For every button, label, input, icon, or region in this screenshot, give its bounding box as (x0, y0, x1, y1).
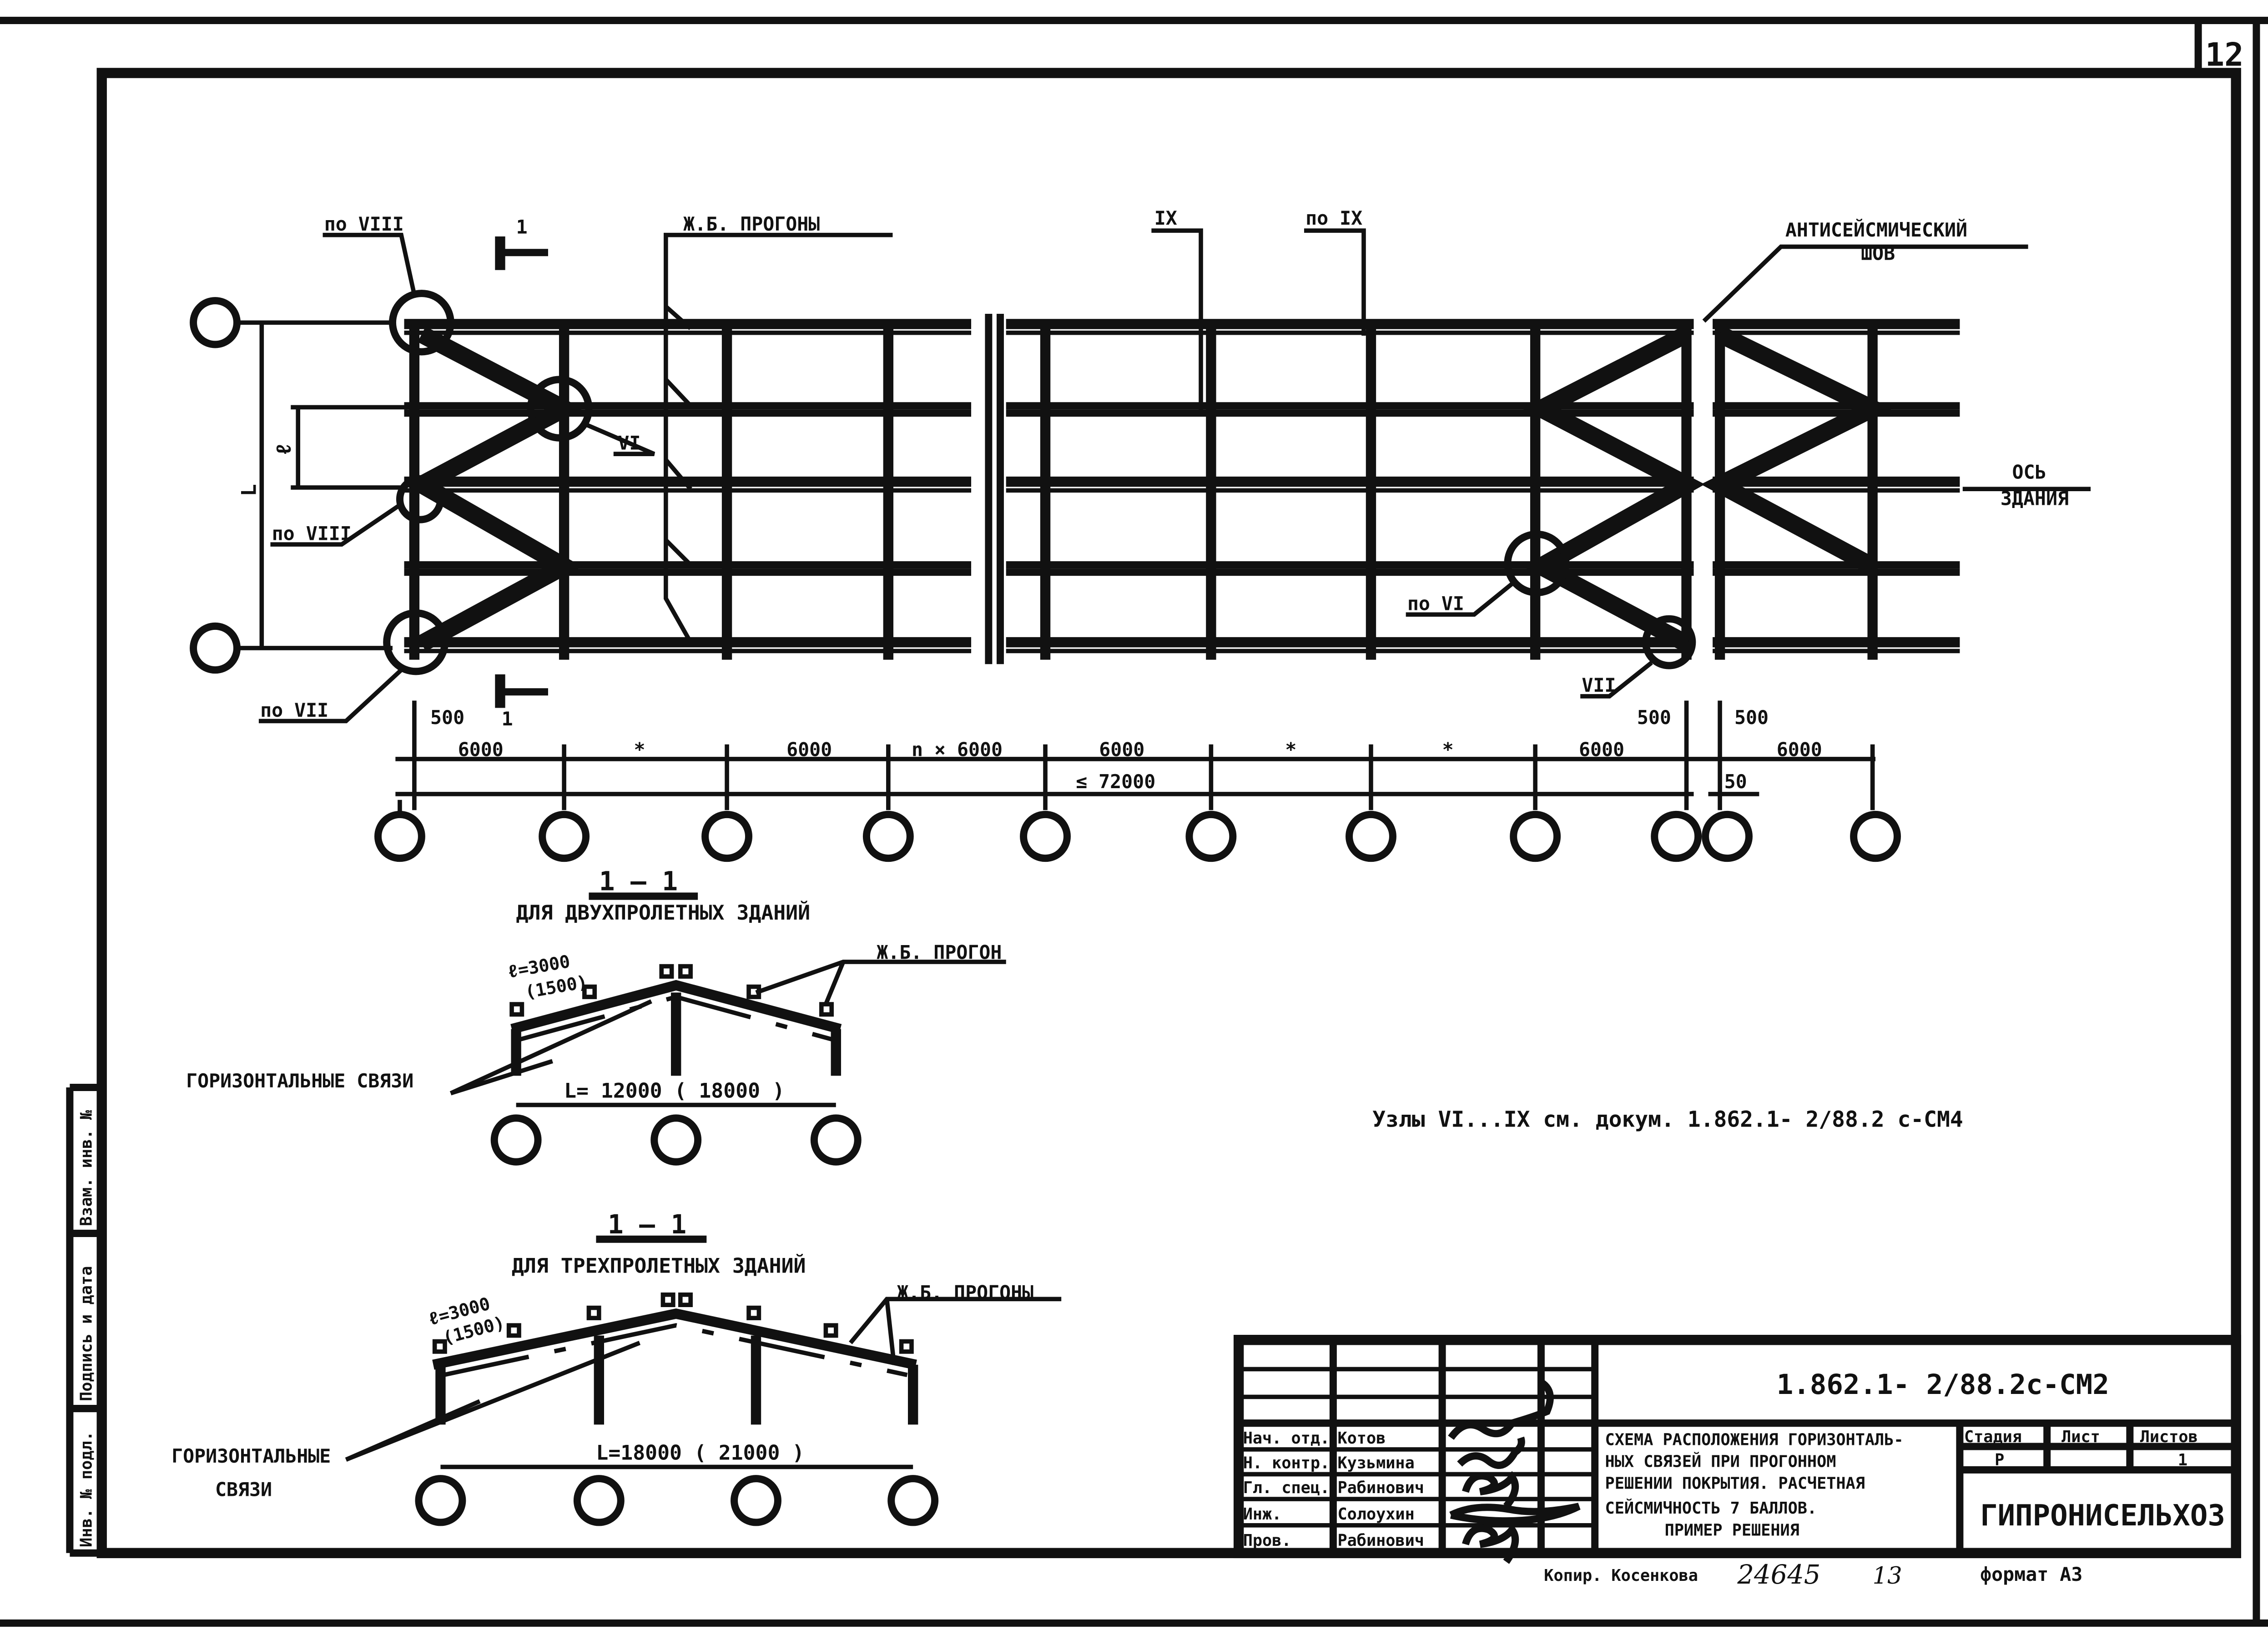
dim-n-6000: n × 6000 (912, 738, 1003, 760)
dim-500-seam-left: 500 (1637, 706, 1671, 729)
title-block-frame (1233, 1335, 2241, 1559)
dim-l-small: ℓ (272, 443, 296, 455)
callout-vii-right: VII (1582, 674, 1616, 696)
plan-horizontal-ties (403, 326, 1893, 652)
section-two-title: 1 — 1 (599, 866, 678, 897)
description-line-3: СЕЙСМИЧНОСТЬ 7 БАЛЛОВ. (1605, 1499, 1817, 1518)
inventory-handwritten: 24645 (1737, 1559, 1820, 1590)
signatures (1448, 1379, 1581, 1564)
plan-axis-bubbles (374, 800, 1901, 862)
organization-name: ГИПРОНИСЕЛЬХОЗ (1980, 1499, 2225, 1533)
dim-star-b: * (1285, 738, 1296, 760)
plan-view (190, 297, 407, 674)
stage-label: Стадия (1964, 1428, 2022, 1446)
dim-L-vertical: L (237, 484, 261, 496)
description-line-4: ПРИМЕР РЕШЕНИЯ (1665, 1521, 1799, 1539)
page-number: 12 (2205, 36, 2244, 73)
description-line-0: СХЕМА РАСПОЛОЖЕНИЯ ГОРИЗОНТАЛЬ- (1605, 1430, 1904, 1449)
sheet-handwritten: 13 (1873, 1562, 1902, 1590)
section-three-drawing (345, 1292, 1062, 1526)
sheets-label: Листов (2140, 1428, 2198, 1446)
dim-star-c: * (1442, 738, 1454, 760)
sheets-value: 1 (2178, 1451, 2187, 1469)
callout-po-vii-bottom: по VII (260, 699, 328, 721)
callout-po-viii-top: по VIII (324, 213, 404, 235)
strip-signature-date: Подпись и дата (77, 1266, 96, 1401)
description-line-2: РЕШЕНИИ ПОКРЫТИЯ. РАСЧЕТНАЯ (1605, 1474, 1865, 1493)
section-mark-top: 1 (516, 216, 528, 238)
name-0: Котов (1337, 1429, 1386, 1448)
strip-inv-podl: Инв. № подл. (77, 1431, 96, 1547)
role-4: Пров. (1243, 1531, 1291, 1550)
name-2: Рабинович (1337, 1479, 1424, 1497)
dim-500-seam-right: 500 (1734, 706, 1769, 729)
label-zb-progony: Ж.Б. ПРОГОНЫ (683, 213, 820, 235)
callout-vi-center: VI (618, 432, 640, 454)
left-binding-strip (66, 1083, 102, 1557)
node-circles (383, 290, 1696, 675)
role-0: Нач. отд. (1243, 1429, 1330, 1448)
section-three-title: 1 — 1 (608, 1209, 686, 1240)
dim-72000: ≤ 72000 (1076, 770, 1155, 793)
leader-lines (258, 228, 2091, 724)
section-three-label-ties: ГОРИЗОНТАЛЬНЫЕ (171, 1445, 331, 1467)
sheet-label: Лист (2061, 1428, 2100, 1446)
label-seismic-seam: АНТИСЕЙСМИЧЕСКИЙ (1785, 219, 1967, 241)
stage-value: Р (1995, 1451, 2004, 1469)
strip-vzam-inv: Взам. инв. № (77, 1110, 96, 1226)
section-two-label-ties: ГОРИЗОНТАЛЬНЫЕ СВЯЗИ (186, 1070, 413, 1092)
plan-dimensions (395, 700, 1876, 810)
label-seismic-seam-2: ШОВ (1861, 242, 1895, 264)
title-block-code: 1.862.1- 2/88.2с-СМ2 (1777, 1369, 2109, 1401)
sheet-format: формат А3 (1980, 1563, 2082, 1585)
callout-po-ix: по IX (1305, 207, 1362, 229)
callout-po-viii-mid: по VIII (272, 522, 352, 544)
section-three-span: L=18000 ( 21000 ) (596, 1440, 804, 1464)
callout-po-vi-right: по VI (1407, 592, 1464, 614)
section-two-span: L= 12000 ( 18000 ) (564, 1078, 785, 1102)
section-three-subtitle: ДЛЯ ТРЕХПРОЛЕТНЫХ ЗДАНИЙ (512, 1254, 806, 1278)
dim-6000-c: 6000 (1099, 738, 1144, 760)
dim-6000-e: 6000 (1777, 738, 1822, 760)
name-3: Солоухин (1337, 1505, 1414, 1524)
name-4: Рабинович (1337, 1531, 1424, 1550)
dim-star-a: * (634, 738, 645, 760)
section-mark-bottom: 1 (502, 708, 513, 730)
role-1: Н. контр. (1243, 1454, 1330, 1473)
section-two-drawing (449, 960, 1006, 1166)
section-three-label-ties-2: СВЯЗИ (215, 1479, 272, 1501)
dim-6000-a: 6000 (458, 738, 504, 760)
name-1: Кузьмина (1337, 1454, 1414, 1473)
callout-ix: IX (1154, 207, 1177, 229)
dim-6000-b: 6000 (786, 738, 832, 760)
dim-6000-d: 6000 (1579, 738, 1624, 760)
dim-500-left: 500 (430, 706, 464, 729)
dim-50: 50 (1724, 770, 1747, 793)
note-nodes: Узлы VI...IX см. докум. 1.862.1- 2/88.2 … (1372, 1107, 1963, 1132)
description-line-1: НЫХ СВЯЗЕЙ ПРИ ПРОГОННОМ (1605, 1452, 1836, 1471)
role-2: Гл. спец. (1243, 1479, 1330, 1497)
sheet-frame (0, 16, 2268, 1627)
section-markers (495, 236, 548, 708)
role-3: Инж. (1243, 1505, 1282, 1524)
section-two-subtitle: ДЛЯ ДВУХПРОЛЕТНЫХ ЗДАНИЙ (516, 900, 810, 925)
copied-by: Копир. Косенкова (1544, 1566, 1698, 1585)
label-building-axis: ОСЬ (2012, 461, 2046, 483)
label-building-axis-2: ЗДАНИЯ (2001, 487, 2069, 509)
